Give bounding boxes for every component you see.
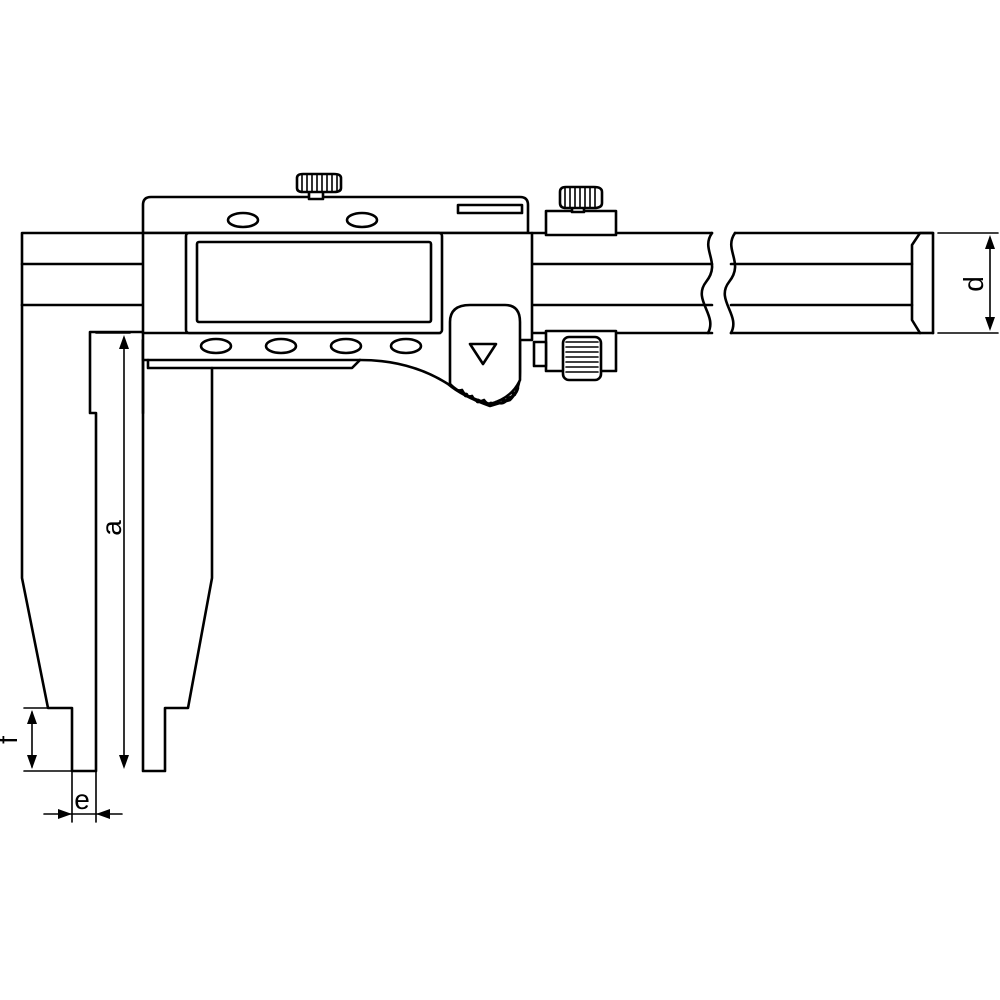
dimension-label-f: f — [0, 736, 23, 744]
triangle-down-icon — [468, 342, 498, 366]
dimension-label-e: e — [74, 784, 90, 815]
bottom-button-3[interactable] — [329, 337, 363, 355]
dimension-a: a — [95, 332, 131, 769]
fixed-jaw — [20, 303, 145, 773]
caliper-beam — [20, 231, 935, 335]
moving-jaw — [141, 338, 214, 773]
dimension-d: d — [937, 232, 999, 334]
dimension-e: e — [43, 770, 123, 823]
slider-body — [141, 195, 534, 408]
thumb-wheel[interactable] — [448, 303, 522, 407]
top-button-right[interactable] — [345, 211, 379, 229]
top-button-left[interactable] — [226, 211, 260, 229]
lcd-display — [195, 240, 433, 324]
dimension-f: f — [0, 707, 73, 772]
slider-lock-screw[interactable] — [295, 172, 343, 201]
dimension-label-a: a — [96, 520, 127, 536]
bottom-button-2[interactable] — [264, 337, 298, 355]
dimension-label-d: d — [958, 276, 989, 292]
bottom-button-4[interactable] — [389, 337, 423, 355]
slider-buttons — [199, 211, 423, 355]
bottom-button-1[interactable] — [199, 337, 233, 355]
fine-adjust-clamp — [532, 185, 618, 382]
fine-adjust-wheel[interactable] — [561, 335, 603, 382]
